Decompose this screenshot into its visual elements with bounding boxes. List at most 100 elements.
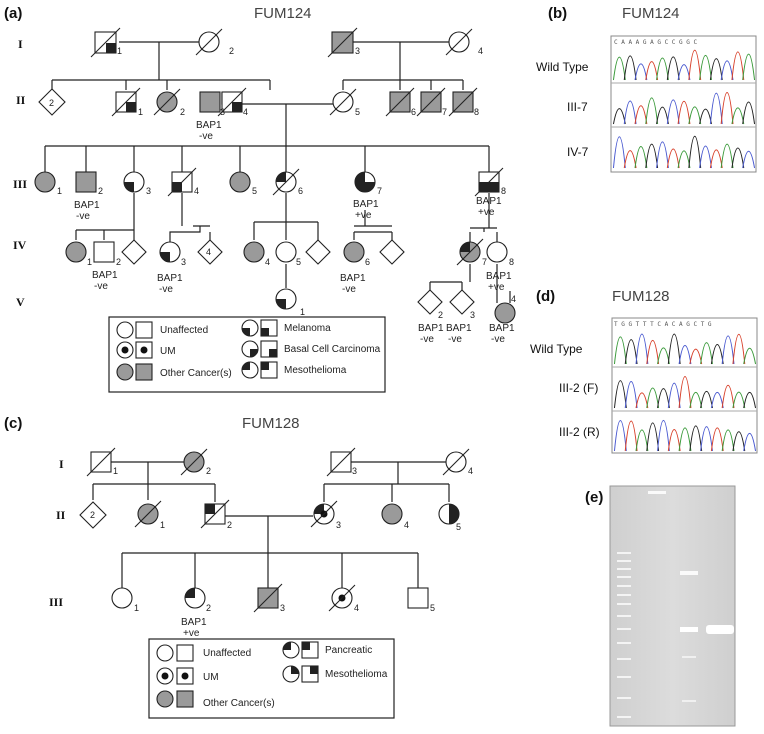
trace-peak: [710, 391, 724, 409]
ladder-band: [617, 568, 631, 570]
a-III-2-status: -ve: [76, 211, 90, 222]
c-III-5: [407, 587, 429, 609]
legend-c-meso: Mesothelioma: [325, 669, 388, 680]
a-III-7-bap1: BAP1: [353, 199, 379, 210]
legend-c-pancreatic: Pancreatic: [325, 645, 372, 656]
c-III-5-number: 5: [430, 603, 435, 613]
trace-peak: [689, 348, 703, 365]
ladder-band: [617, 676, 631, 678]
ladder-band: [617, 576, 631, 578]
trace-peak: [645, 97, 659, 125]
a-IV-6-diamond: [379, 239, 405, 265]
legend-a-meso: Mesothelioma: [284, 365, 347, 376]
trace-peak: [635, 429, 649, 452]
a-II-8-number: 8: [474, 107, 479, 117]
trace-peak: [656, 57, 669, 81]
c-III-2: [184, 587, 206, 609]
c-III-1: [111, 587, 133, 609]
a-IV-7-number: 7: [482, 257, 487, 267]
panel-b-row-iv7: IV-7: [567, 145, 589, 159]
a-IV-6-number: 6: [365, 257, 370, 267]
a-V-1-number: 1: [300, 307, 305, 317]
a-V-2-number: 2: [438, 310, 443, 320]
trace-peak: [623, 55, 637, 81]
trace-peak: [689, 391, 703, 409]
a-I-4-number: 4: [478, 46, 483, 56]
c-I-3: [326, 447, 356, 477]
a-V-3-bap1: BAP1: [446, 323, 472, 334]
ladder-band: [617, 716, 631, 718]
trace-peak: [688, 106, 702, 125]
trace-peak: [646, 340, 660, 365]
trace-peak: [623, 150, 637, 169]
gel-band-upper: [680, 571, 698, 575]
trace-peak: [634, 63, 648, 81]
panel-c: (c) FUM128 I II III 1 2 3 4: [4, 415, 473, 719]
c-III-3: [253, 583, 283, 613]
trace-peak: [700, 342, 713, 365]
a-III-8-number: 8: [501, 186, 506, 196]
trace-peak: [612, 108, 626, 125]
a-III-2-number: 2: [98, 186, 103, 196]
panel-a-letter: (a): [4, 5, 22, 22]
gel-ladder: [617, 552, 631, 718]
trace-peak: [709, 149, 723, 169]
a-II-3-number: 3: [220, 107, 225, 117]
a-I-4: [445, 28, 473, 56]
trace-peak: [677, 101, 691, 125]
trace-peak: [700, 426, 713, 452]
panel-d-row-iii2f: III-2 (F): [559, 381, 598, 395]
trace-peak: [667, 382, 681, 409]
c-II-5-number: 5: [456, 522, 461, 532]
trace-peak: [700, 390, 713, 409]
panel-e: (e): [585, 485, 736, 727]
trace-peak: [720, 60, 734, 81]
gel-well-band: [648, 491, 666, 494]
gel-band-faint-1: [682, 656, 696, 658]
a-II-5-number: 5: [355, 107, 360, 117]
a-IV-2-status: -ve: [94, 281, 108, 292]
ladder-band: [617, 603, 631, 605]
trace-peak: [634, 145, 648, 169]
trace-peak: [666, 148, 680, 169]
panel-c-letter: (c): [4, 415, 22, 432]
c-II-2-diamond: [79, 501, 107, 529]
a-II-3-status: -ve: [199, 131, 213, 142]
trace-peak: [743, 432, 757, 452]
trace-peak: [742, 150, 756, 169]
a-III-6-number: 6: [298, 186, 303, 196]
gel-image: [609, 485, 736, 727]
trace-peak: [709, 92, 723, 125]
ladder-band: [617, 552, 631, 554]
trace-peak: [709, 58, 723, 81]
trace-peak: [667, 429, 681, 452]
panel-d-row-iii2r: III-2 (R): [559, 425, 600, 439]
panel-d-traces: [613, 333, 757, 452]
a-II-3-bap1: BAP1: [196, 120, 222, 131]
trace-peak: [721, 335, 735, 365]
trace-peak: [689, 425, 703, 452]
trace-peak: [720, 143, 734, 169]
trace-peak: [678, 375, 692, 409]
trace-peak: [710, 344, 724, 365]
trace-peak: [646, 387, 660, 409]
a-IV-1: [65, 241, 87, 263]
a-II-5: [329, 88, 357, 116]
gel-band-strong: [706, 625, 734, 634]
ladder-band: [617, 658, 631, 660]
c-II-2-number: 2: [227, 520, 232, 530]
a-II-7-number: 7: [442, 107, 447, 117]
trace-peak: [657, 388, 670, 409]
trace-peak: [645, 61, 659, 81]
c-III-4-number: 4: [354, 603, 359, 613]
a-III-4: [167, 167, 197, 197]
ladder-band: [617, 560, 631, 562]
c-II-2-diamond-number: 2: [90, 510, 95, 520]
trace-peak: [666, 56, 680, 81]
panel-b-sequence: C A A A G A G C C G G C: [614, 39, 697, 46]
trace-peak: [656, 106, 669, 125]
panel-b-title: FUM124: [622, 5, 680, 22]
trace-peak: [666, 99, 680, 125]
trace-peak: [678, 427, 692, 452]
a-V-1: [275, 288, 297, 310]
